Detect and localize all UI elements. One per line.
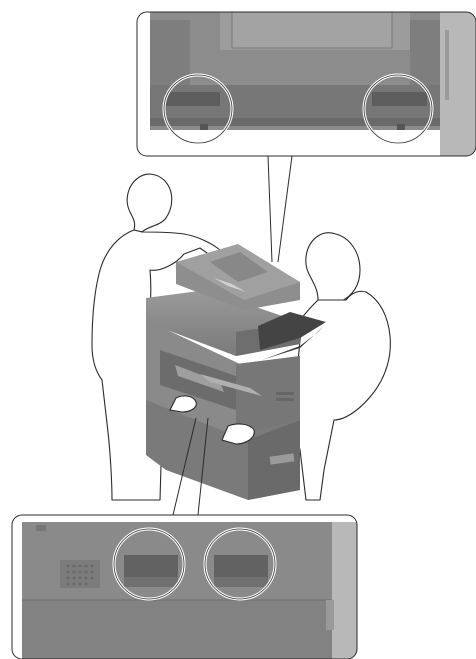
top-detail-callout [137,12,476,262]
top-pointer-line-left [268,156,272,262]
vent-grille [60,560,100,588]
printer-device [146,244,326,500]
top-pointer-line-right [278,156,292,262]
left-side-handle [124,555,178,577]
right-rear-handle [372,92,427,106]
right-side-handle [214,555,268,577]
left-rear-handle [165,92,220,106]
